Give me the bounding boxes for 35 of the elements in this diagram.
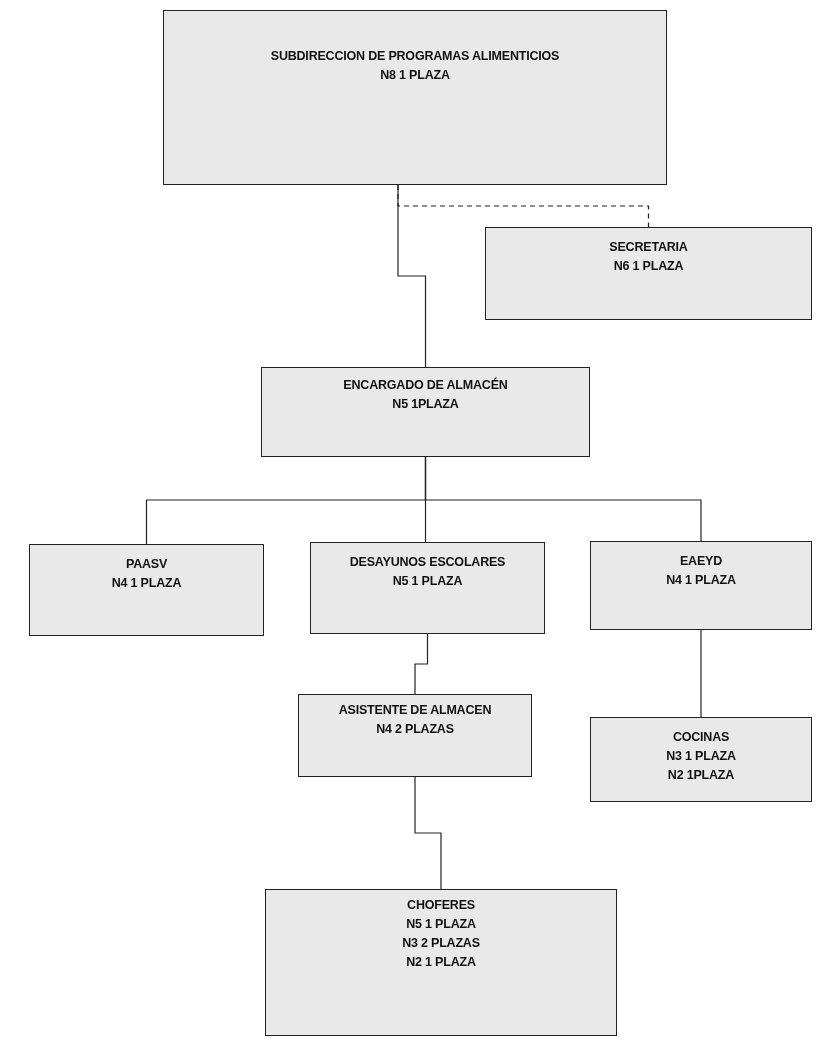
level-and-posts: N3 1 PLAZA [666,748,736,765]
position-box [590,717,812,802]
level-and-posts: N8 1 PLAZA [380,67,450,84]
connector-line [414,776,442,890]
level-and-posts: N5 1 PLAZA [406,916,476,933]
position-title: COCINAS [672,729,730,746]
position-title: CHOFERES [407,897,475,914]
level-and-posts: N2 1PLAZA [667,767,735,784]
level-and-posts: N4 1 PLAZA [666,572,736,589]
position-box [590,541,812,630]
level-and-posts: N2 1 PLAZA [406,954,476,971]
connector-line [700,629,702,718]
position-title: DESAYUNOS ESCOLARES [349,554,506,571]
level-and-posts: N5 1 PLAZA [392,573,463,590]
position-box [261,367,590,457]
position-box [265,889,617,1036]
level-and-posts: N6 1 PLAZA [613,258,684,275]
connector-line [424,456,702,542]
position-title: PAASV [125,556,168,573]
level-and-posts: N4 2 PLAZAS [376,721,454,738]
position-box [310,542,545,634]
position-title: SECRETARIA [609,239,688,256]
connector-line [397,184,427,368]
position-box [29,544,264,636]
level-and-posts: N4 1 PLAZA [111,575,182,592]
position-box [485,227,812,320]
level-and-posts: N5 1PLAZA [392,396,459,413]
position-box [298,694,532,777]
position-title: ASISTENTE DE ALMACEN [338,702,492,719]
position-title: ENCARGADO DE ALMACÉN [343,376,508,394]
position-box [163,10,667,185]
position-title: SUBDIRECCION DE PROGRAMAS ALIMENTICIOS [270,48,560,65]
level-and-posts: N3 2 PLAZAS [402,935,480,952]
position-title: EAEYD [679,553,723,570]
connector-line [414,633,429,695]
